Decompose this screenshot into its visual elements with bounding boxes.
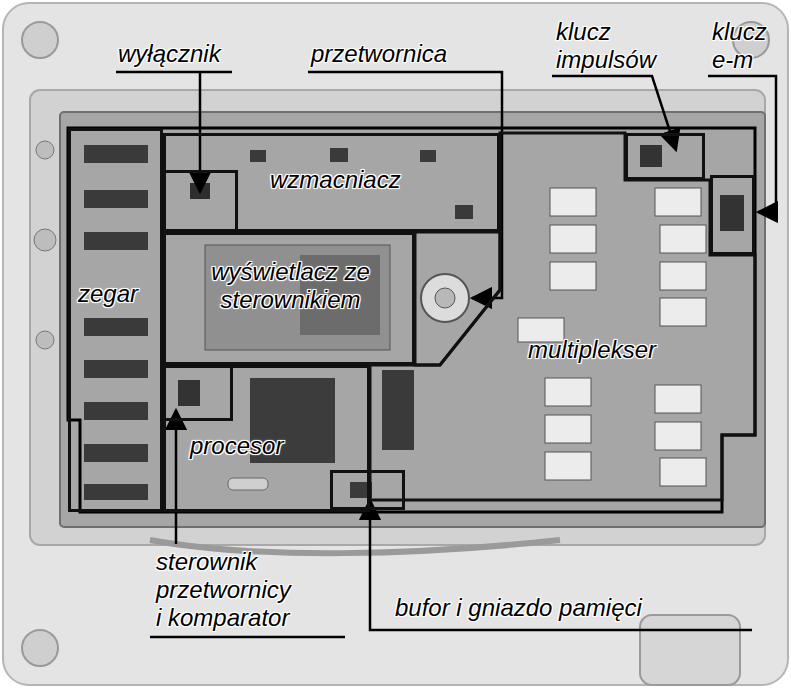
board-region: sterownik przetwornicy i komparator xyxy=(163,365,233,421)
mount-screw xyxy=(36,141,54,159)
ic-chip xyxy=(84,232,148,250)
relay xyxy=(655,188,701,216)
board-region: wyświetlacz ze sterownikiem xyxy=(163,232,415,365)
smd-part xyxy=(250,150,266,162)
mount-screw xyxy=(36,331,54,349)
callout-label: bufor i gniazdo pamięci xyxy=(395,594,642,622)
relay xyxy=(545,452,591,480)
relay xyxy=(550,225,596,253)
enclosure-recess xyxy=(30,90,765,545)
ic-chip xyxy=(84,190,148,208)
region-outline xyxy=(370,133,755,500)
relay xyxy=(660,298,706,326)
leader-line xyxy=(175,410,178,544)
board-region: zegar xyxy=(68,128,163,512)
ic-chip xyxy=(84,402,148,420)
board-region: bufor i gniazdo pamięci xyxy=(330,470,405,510)
corner-screw xyxy=(22,22,58,58)
board-region: klucz impulsów xyxy=(625,133,705,180)
relay xyxy=(660,262,706,290)
relay xyxy=(550,262,596,290)
crystal xyxy=(228,478,268,490)
relay xyxy=(660,225,706,253)
ic-chip xyxy=(84,484,148,500)
leader-line xyxy=(370,500,752,630)
pcb-board xyxy=(60,112,765,527)
board-region: klucz e-m xyxy=(710,175,755,255)
label-underline xyxy=(150,636,345,639)
pulse-switch xyxy=(640,145,662,167)
region-outline xyxy=(370,133,755,500)
ic-chip xyxy=(84,360,148,378)
region-label: wzmacniacz xyxy=(270,166,401,194)
comparator-chip xyxy=(178,380,200,406)
label-underline xyxy=(116,71,232,74)
relay xyxy=(655,385,701,413)
cable-gland xyxy=(640,615,740,685)
mount-screw xyxy=(34,229,56,251)
enclosure xyxy=(3,3,788,685)
corner-screw xyxy=(22,630,58,666)
region-label: wyświetlacz ze sterownikiem xyxy=(183,258,398,314)
board-region: procesor sterownik przetwornicy i kompara… xyxy=(163,365,370,512)
converter-coil xyxy=(435,288,455,308)
ic-chip xyxy=(84,318,148,336)
callout-label: klucz e-m xyxy=(712,18,782,74)
region-label: multiplekser xyxy=(528,336,656,364)
smd-part xyxy=(420,150,436,162)
relay xyxy=(660,458,706,486)
region-label: zegar xyxy=(78,280,138,308)
callout-label: przetwornica xyxy=(311,40,447,68)
board-region: multiplekser xyxy=(370,133,755,500)
smd-part xyxy=(455,205,473,219)
board-region: wyłącznik xyxy=(163,170,238,232)
relay xyxy=(550,188,596,216)
relay xyxy=(545,415,591,443)
ic-chip xyxy=(382,370,414,450)
ic-chip xyxy=(84,444,148,462)
leader-line xyxy=(199,72,202,192)
ic-chip xyxy=(84,145,148,163)
smd-part xyxy=(330,148,348,162)
em-switch xyxy=(720,195,744,231)
converter-coil xyxy=(421,274,469,322)
board-outline xyxy=(68,128,755,512)
board-region: wzmacniacz wyłącznik xyxy=(163,133,500,232)
callout-label: wyłącznik xyxy=(118,40,221,68)
relay xyxy=(545,378,591,406)
region-label: procesor xyxy=(190,432,283,460)
leader-line xyxy=(708,76,776,212)
relay xyxy=(655,422,701,450)
callout-label: sterownik przetwornicy i komparator xyxy=(156,548,298,632)
callout-label: klucz impulsów xyxy=(556,18,668,74)
leader-line xyxy=(552,76,676,150)
